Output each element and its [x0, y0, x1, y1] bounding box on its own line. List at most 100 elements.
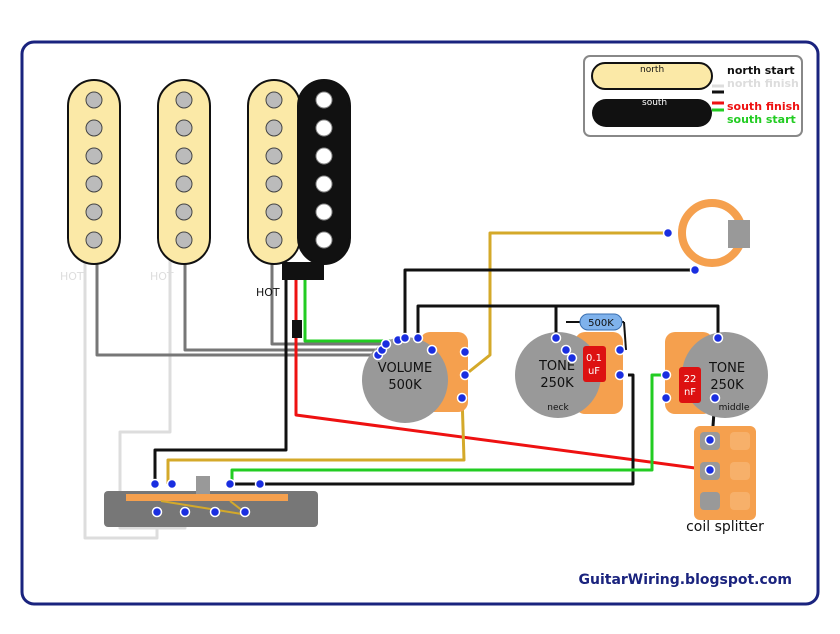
pole-piece	[315, 231, 333, 249]
north-finish-wire	[308, 280, 400, 339]
solder-terminal	[662, 227, 674, 239]
volume-to-switch-wire	[166, 394, 466, 484]
pole-piece	[265, 91, 283, 109]
tone2-value: 250K	[710, 378, 744, 393]
coil-splitter: coil splitter	[686, 426, 764, 535]
pole-piece	[265, 147, 283, 165]
solder-terminal	[550, 332, 562, 344]
site-credit: GuitarWiring.blogspot.com	[579, 572, 793, 588]
pole-piece	[315, 91, 333, 109]
solder-terminal	[704, 464, 716, 476]
pole-piece	[85, 231, 103, 249]
solder-terminal	[560, 344, 572, 356]
pole-piece	[175, 147, 193, 165]
pole-piece	[85, 91, 103, 109]
solder-terminal	[459, 346, 471, 358]
pole-piece	[175, 175, 193, 193]
wires	[83, 231, 720, 540]
output-jack	[678, 199, 750, 267]
solder-terminal	[380, 338, 392, 350]
pole-piece	[175, 91, 193, 109]
legend: north south north start north finish sou…	[583, 55, 803, 137]
legend-south-finish: south finish	[727, 100, 800, 113]
tone1-position: neck	[547, 403, 569, 413]
pole-piece	[265, 231, 283, 249]
bridge-hot-label: HOT	[256, 286, 280, 299]
solder-terminal	[254, 478, 266, 490]
volume-value: 500K	[388, 378, 422, 393]
solder-terminal	[456, 392, 468, 404]
cap2-line2: nF	[684, 387, 696, 398]
resistor-500k: 500K	[566, 313, 627, 351]
tone-pot-middle: TONE 250K middle 22 nF	[665, 332, 768, 418]
solder-terminal	[239, 506, 251, 518]
legend-north-finish: north finish	[727, 77, 799, 90]
middle-hot-label: HOT	[150, 270, 174, 283]
pole-piece	[85, 147, 103, 165]
south-start-wire	[303, 280, 398, 343]
bridge-ground-wire	[270, 262, 385, 346]
pole-piece	[85, 119, 103, 137]
ground-bus-wire	[403, 268, 695, 338]
solder-terminal	[412, 332, 424, 344]
pole-piece	[85, 203, 103, 221]
pole-piece	[85, 175, 103, 193]
neck-ground-wire	[95, 262, 378, 357]
pole-piece	[315, 119, 333, 137]
solder-terminal	[660, 369, 672, 381]
pole-piece	[175, 231, 193, 249]
tone1-to-switch-wire	[228, 373, 635, 486]
pole-piece	[315, 175, 333, 193]
solder-terminal	[399, 332, 411, 344]
middle-ground-wire	[183, 262, 382, 352]
resistor-value: 500K	[588, 318, 614, 329]
pole-piece	[175, 119, 193, 137]
solder-terminal	[712, 332, 724, 344]
solder-terminal	[566, 352, 578, 364]
legend-south-start: south start	[727, 113, 796, 126]
pole-piece	[175, 203, 193, 221]
jack-hot-wire	[464, 231, 668, 377]
ground-bus-wire-3	[556, 304, 720, 338]
tone-pot-neck: TONE 250K neck 0.1 uF	[515, 332, 623, 418]
neck-pickup	[67, 79, 121, 265]
solder-terminal	[209, 506, 221, 518]
bridge-hot-wire	[153, 280, 288, 484]
pole-piece	[315, 147, 333, 165]
solder-terminal	[689, 264, 701, 276]
solder-terminal	[660, 392, 672, 404]
legend-north-start: north start	[727, 64, 795, 77]
cap-22nf	[679, 367, 701, 403]
cap1-line1: 0.1	[586, 353, 602, 364]
solder-terminal	[614, 344, 626, 356]
terminals	[149, 227, 724, 518]
solder-terminal	[704, 434, 716, 446]
bridge-humbucker	[247, 79, 351, 338]
legend-south-coil: south	[642, 98, 667, 108]
solder-terminal	[709, 392, 721, 404]
solder-terminal	[459, 369, 471, 381]
solder-terminal	[151, 506, 163, 518]
tone2-to-switch-wire	[230, 373, 666, 484]
solder-terminal	[166, 478, 178, 490]
solder-terminal	[614, 369, 626, 381]
cap1-line2: uF	[588, 366, 600, 377]
pole-piece	[265, 119, 283, 137]
ground-bus-wire-2	[416, 304, 558, 338]
solder-terminal	[224, 478, 236, 490]
solder-terminal	[179, 506, 191, 518]
tone2-label: TONE	[708, 361, 745, 376]
tone2-position: middle	[719, 403, 750, 413]
legend-north-coil: north	[640, 65, 664, 75]
solder-terminal	[426, 344, 438, 356]
diagram-frame	[20, 40, 820, 606]
volume-label: VOLUME	[378, 361, 432, 376]
neck-hot-label: HOT	[60, 270, 84, 283]
coil-splitter-label: coil splitter	[686, 519, 764, 535]
pole-piece	[265, 203, 283, 221]
pole-piece	[315, 203, 333, 221]
middle-pickup	[157, 79, 211, 265]
cap-0-1uf	[583, 346, 606, 382]
tone1-value: 250K	[540, 376, 574, 391]
